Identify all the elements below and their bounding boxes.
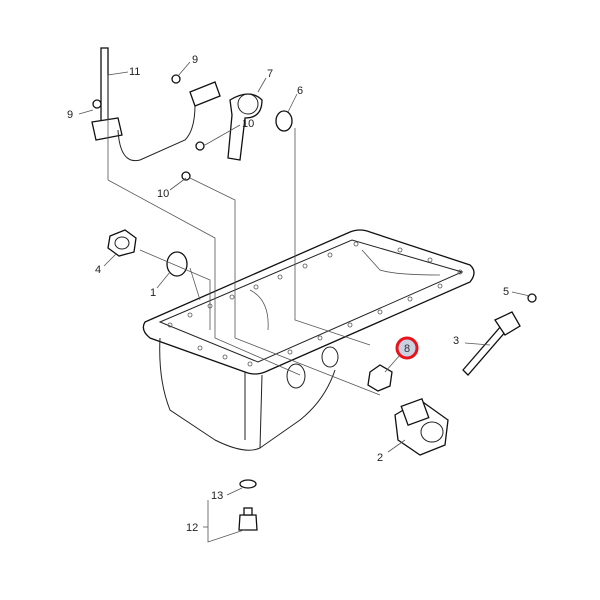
callout-9[interactable]: 9 (192, 54, 198, 66)
callout-8-label: 8 (404, 343, 410, 355)
callout-10[interactable]: 10 (242, 118, 254, 130)
seals[interactable] (107, 229, 188, 277)
oil-pan[interactable] (142, 229, 475, 451)
callout-11[interactable]: 11 (129, 66, 140, 78)
leader-lines (78, 61, 531, 543)
callout-5[interactable]: 5 (503, 286, 509, 298)
selected-callout-marker[interactable] (395, 336, 419, 360)
callout-1[interactable]: 1 (150, 287, 156, 299)
dipstick-tube[interactable] (91, 47, 196, 162)
drain-plug[interactable] (238, 479, 258, 531)
callout-2[interactable]: 2 (377, 452, 383, 464)
callout-7[interactable]: 7 (267, 68, 273, 80)
rod[interactable] (462, 293, 537, 376)
callout-12[interactable]: 12 (186, 522, 198, 534)
callout-9[interactable]: 9 (67, 109, 73, 121)
callout-10[interactable]: 10 (157, 188, 169, 200)
callout-13[interactable]: 13 (211, 490, 223, 502)
callout-3[interactable]: 3 (453, 335, 459, 347)
nut[interactable] (367, 364, 393, 392)
fitting[interactable] (394, 398, 449, 456)
callout-8-selected[interactable]: 8 (395, 336, 419, 360)
callout-6[interactable]: 6 (297, 85, 303, 97)
callout-4[interactable]: 4 (95, 264, 101, 276)
sensor-assembly[interactable] (92, 74, 293, 181)
